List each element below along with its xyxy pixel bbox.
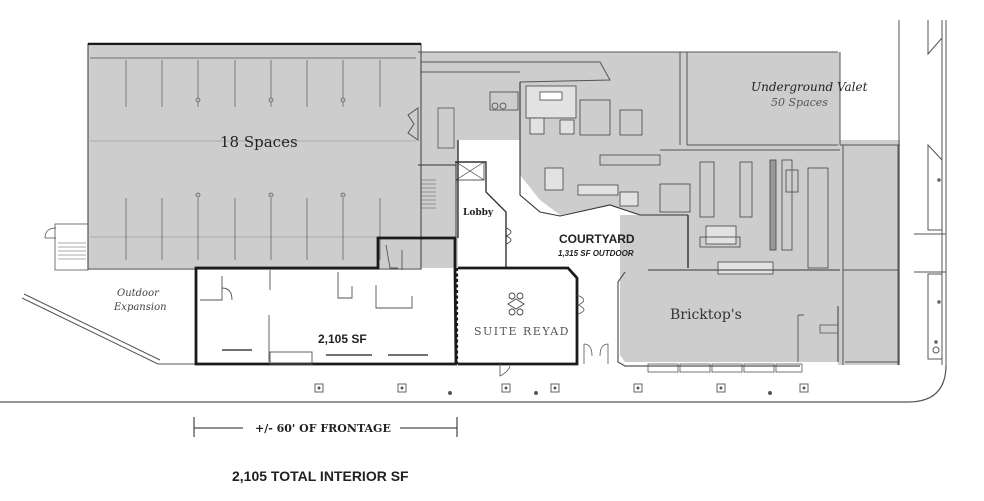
column-icon — [314, 383, 809, 395]
restaurant-label: Bricktop's — [670, 307, 742, 323]
neighbor-tenant-label: SUITE REYAD — [474, 325, 570, 338]
lobby-courtyard-walls — [418, 82, 689, 268]
bricktops-walls — [617, 269, 840, 373]
frontage-dimension — [193, 417, 458, 437]
back-corridor — [407, 51, 841, 151]
valet-title: Underground Valet — [751, 80, 868, 94]
lobby-label: Lobby — [463, 208, 494, 218]
stair-icon — [420, 179, 436, 209]
valet-spaces: 50 Spaces — [771, 96, 828, 109]
suite-reyad-logo-icon — [507, 292, 525, 316]
frontage-label: +/- 60' OF FRONTAGE — [255, 422, 391, 435]
suite-reyad-walls — [455, 266, 609, 377]
kitchen-equipment — [489, 85, 829, 275]
building-footprint — [88, 46, 900, 365]
parking-label: 18 Spaces — [220, 133, 298, 151]
total-interior-sf: 2,105 TOTAL INTERIOR SF — [232, 468, 409, 484]
subject-suite-walls — [194, 236, 458, 366]
outdoor-expansion-line2: Expansion — [114, 302, 167, 313]
suite-area-label: 2,105 SF — [318, 332, 367, 346]
stair-icon — [44, 223, 89, 271]
outdoor-expansion-line1: Outdoor — [117, 288, 159, 299]
courtyard-area: 1,315 SF OUTDOOR — [558, 249, 634, 258]
outdoor-expansion-boundary — [21, 293, 196, 365]
street-curb — [0, 20, 947, 403]
courtyard-title: COURTYARD — [559, 232, 635, 246]
parking-garage — [87, 42, 422, 270]
